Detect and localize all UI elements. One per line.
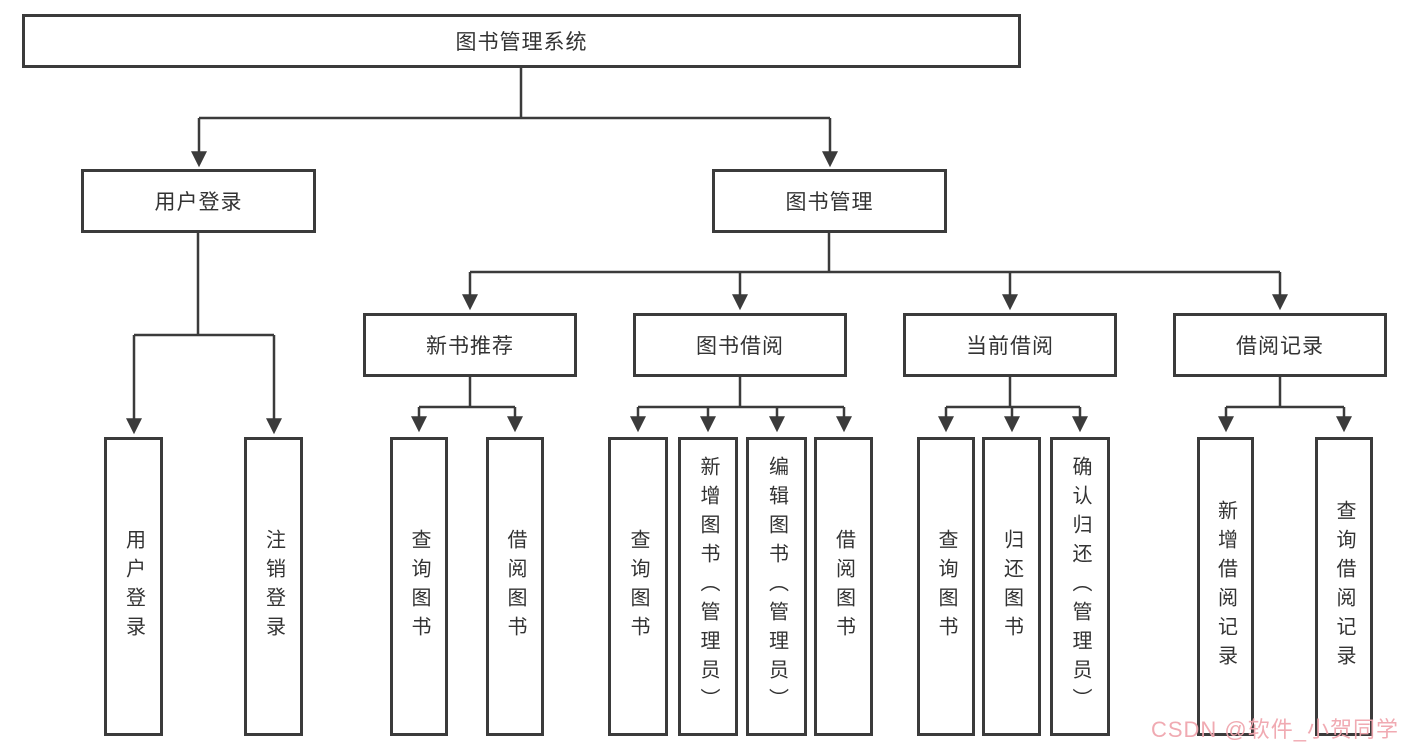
leaf-query-books-current: 查询图书 bbox=[917, 437, 975, 736]
leaf-borrow-books: 借阅图书 bbox=[814, 437, 873, 736]
leaf-label: 借阅图书 bbox=[504, 528, 526, 645]
node-book-borrowing: 图书借阅 bbox=[633, 313, 847, 377]
leaf-label: 新增图书（管理员） bbox=[697, 456, 719, 717]
leaf-logout: 注销登录 bbox=[244, 437, 303, 736]
csdn-watermark: CSDN @软件_小贺同学 bbox=[1150, 717, 1399, 742]
node-label: 图书管理系统 bbox=[455, 31, 588, 54]
node-label: 图书管理 bbox=[785, 191, 874, 214]
leaf-query-books-borrowing: 查询图书 bbox=[608, 437, 668, 736]
node-label: 图书借阅 bbox=[696, 335, 784, 358]
leaf-confirm-return-admin: 确认归还（管理员） bbox=[1050, 437, 1110, 736]
leaf-label: 查询图书 bbox=[408, 528, 430, 645]
leaf-borrow-books-recommend: 借阅图书 bbox=[486, 437, 544, 736]
leaf-return-book: 归还图书 bbox=[982, 437, 1041, 736]
node-root: 图书管理系统 bbox=[22, 14, 1021, 68]
node-label: 借阅记录 bbox=[1236, 335, 1324, 358]
leaf-label: 查询借阅记录 bbox=[1333, 499, 1355, 674]
leaf-query-books-recommend: 查询图书 bbox=[390, 437, 448, 736]
node-current-borrowing: 当前借阅 bbox=[903, 313, 1117, 377]
node-label: 新书推荐 bbox=[426, 335, 514, 358]
node-borrowing-records: 借阅记录 bbox=[1173, 313, 1387, 377]
leaf-edit-book-admin: 编辑图书（管理员） bbox=[746, 437, 807, 736]
node-user-login: 用户登录 bbox=[81, 169, 316, 233]
leaf-label: 注销登录 bbox=[262, 528, 285, 645]
leaf-label: 编辑图书（管理员） bbox=[765, 456, 788, 717]
node-book-management: 图书管理 bbox=[712, 169, 947, 233]
node-label: 用户登录 bbox=[154, 191, 243, 214]
leaf-query-borrow-record: 查询借阅记录 bbox=[1315, 437, 1373, 736]
leaf-label: 归还图书 bbox=[1000, 528, 1023, 645]
leaf-add-borrow-record: 新增借阅记录 bbox=[1197, 437, 1254, 736]
leaf-label: 借阅图书 bbox=[832, 528, 855, 645]
leaf-label: 用户登录 bbox=[122, 528, 145, 645]
node-new-book-recommend: 新书推荐 bbox=[363, 313, 577, 377]
leaf-label: 确认归还（管理员） bbox=[1069, 456, 1091, 717]
leaf-add-book-admin: 新增图书（管理员） bbox=[678, 437, 738, 736]
node-label: 当前借阅 bbox=[966, 335, 1054, 358]
leaf-label: 查询图书 bbox=[935, 528, 957, 645]
leaf-label: 新增借阅记录 bbox=[1214, 499, 1237, 674]
leaf-label: 查询图书 bbox=[627, 528, 649, 645]
leaf-user-login: 用户登录 bbox=[104, 437, 163, 736]
